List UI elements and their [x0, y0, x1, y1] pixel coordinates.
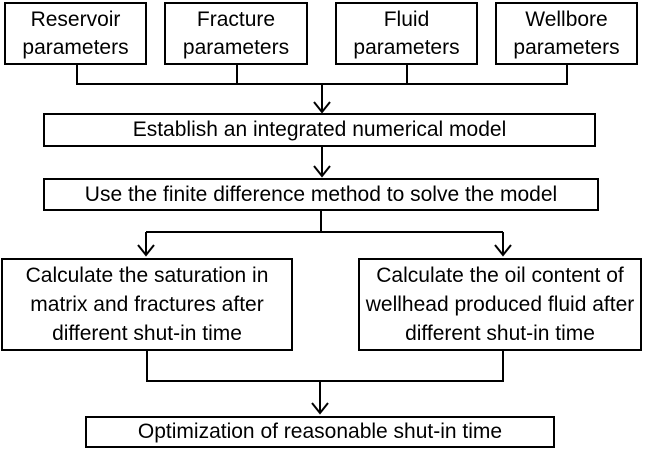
node-fluid-parameters: Fluid parameters: [335, 2, 478, 65]
connector-parameters-to-establish: [76, 65, 568, 114]
node-solve-model-label: Use the finite difference method to solv…: [84, 182, 558, 206]
node-fracture-parameters-label: Fracture parameters: [182, 7, 290, 59]
node-calculate-oil-content: Calculate the oil content of wellhead pr…: [358, 258, 642, 351]
node-wellbore-parameters: Wellbore parameters: [495, 2, 638, 65]
connector-establish-to-solve: [313, 147, 331, 178]
node-establish-model: Establish an integrated numerical model: [43, 113, 596, 147]
node-optimization-shut-in-time-label: Optimization of reasonable shut-in time: [137, 420, 503, 443]
node-fluid-parameters-label: Fluid parameters: [353, 7, 460, 59]
node-reservoir-parameters-label: Reservoir parameters: [22, 7, 129, 59]
node-solve-model: Use the finite difference method to solv…: [43, 178, 599, 211]
node-optimization-shut-in-time: Optimization of reasonable shut-in time: [85, 416, 555, 448]
node-calculate-saturation: Calculate the saturation in matrix and f…: [1, 258, 293, 351]
connector-merge-to-optimize: [146, 351, 504, 415]
node-calculate-saturation-label: Calculate the saturation in matrix and f…: [25, 264, 269, 345]
node-establish-model-label: Establish an integrated numerical model: [132, 118, 507, 141]
connector-solve-split: [137, 211, 512, 257]
node-reservoir-parameters: Reservoir parameters: [4, 2, 147, 65]
node-wellbore-parameters-label: Wellbore parameters: [513, 7, 620, 59]
node-calculate-oil-content-label: Calculate the oil content of wellhead pr…: [365, 264, 635, 345]
node-fracture-parameters: Fracture parameters: [164, 2, 308, 65]
